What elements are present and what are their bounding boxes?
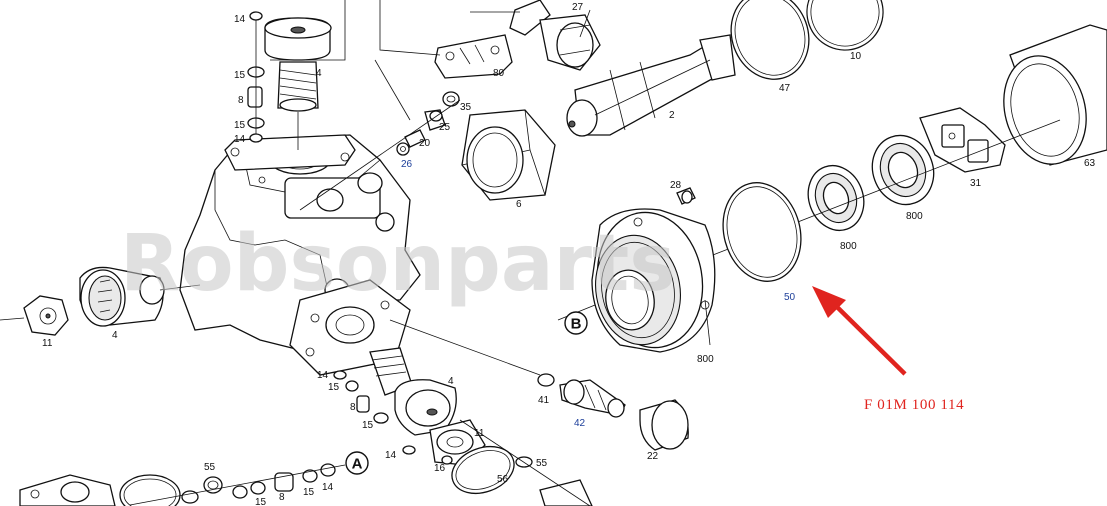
label-10: 10 xyxy=(850,51,862,62)
oring-47 xyxy=(730,0,810,80)
label-8: 8 xyxy=(350,402,356,413)
label-15: 15 xyxy=(234,70,246,81)
label-56: 56 xyxy=(497,474,509,485)
label-15: 15 xyxy=(234,120,246,131)
label-31: 31 xyxy=(970,178,982,189)
coupling-31 xyxy=(919,107,1006,173)
label-41: 41 xyxy=(538,395,550,406)
label-27: 27 xyxy=(572,2,584,13)
part-number-label: F 01M 100 114 xyxy=(864,397,964,413)
callout-b: B xyxy=(564,311,588,335)
label-55: 55 xyxy=(536,458,548,469)
seals-800 xyxy=(699,119,1061,261)
callout-a: A xyxy=(345,451,369,475)
callout-b-letter: B xyxy=(571,316,582,333)
label-80: 80 xyxy=(493,68,505,79)
small-parts-35-25-20-26 xyxy=(299,91,461,211)
pump-housing xyxy=(179,134,421,376)
label-15: 15 xyxy=(328,382,340,393)
label-26: 26 xyxy=(401,159,413,170)
ring-56 xyxy=(451,419,593,506)
label-800: 800 xyxy=(697,354,714,365)
label-28: 28 xyxy=(670,180,682,191)
label-16: 16 xyxy=(434,463,446,474)
label-800: 800 xyxy=(840,241,857,252)
nut-6 xyxy=(461,109,556,201)
label-63: 63 xyxy=(1084,158,1096,169)
bracket-80 xyxy=(434,34,513,79)
label-15: 15 xyxy=(255,497,267,506)
watermark-text: Robsonparts xyxy=(120,219,676,309)
highlight-arrow xyxy=(812,286,907,376)
shaft-2 xyxy=(566,34,736,137)
lower-element-stack xyxy=(333,319,541,466)
label-2: 2 xyxy=(669,110,675,121)
label-47: 47 xyxy=(779,83,791,94)
label-15: 15 xyxy=(362,420,374,431)
fitting-27 xyxy=(509,0,601,71)
label-14: 14 xyxy=(322,482,334,493)
label-8: 8 xyxy=(238,95,244,106)
label-25: 25 xyxy=(439,122,451,133)
part-number-labels: 14 15 8 15 14 4 27 80 35 25 20 26 6 2 47… xyxy=(42,2,1096,506)
left-element-11-4 xyxy=(0,266,201,336)
oring-50 xyxy=(722,182,802,282)
flange-800 xyxy=(591,187,716,353)
label-55: 55 xyxy=(204,462,216,473)
label-6: 6 xyxy=(516,199,522,210)
label-50: 50 xyxy=(784,292,796,303)
label-35: 35 xyxy=(460,102,472,113)
label-4: 4 xyxy=(316,68,322,79)
label-20: 20 xyxy=(419,138,431,149)
label-4: 4 xyxy=(448,376,454,387)
oring-10 xyxy=(806,0,884,51)
label-14: 14 xyxy=(234,14,246,25)
label-14: 14 xyxy=(385,450,397,461)
label-15: 15 xyxy=(303,487,315,498)
leader-lines xyxy=(270,0,711,346)
label-4: 4 xyxy=(112,330,118,341)
callout-a-letter: A xyxy=(352,456,363,473)
cover-63 xyxy=(1003,24,1107,166)
bottom-element-row xyxy=(19,463,346,506)
label-11: 11 xyxy=(474,428,485,439)
fittings-41-42-22 xyxy=(537,373,689,451)
label-8: 8 xyxy=(279,492,285,503)
label-800: 800 xyxy=(906,211,923,222)
label-14: 14 xyxy=(317,370,329,381)
label-42: 42 xyxy=(574,418,586,429)
top-element-stack xyxy=(247,11,332,150)
label-14: 14 xyxy=(234,134,246,145)
label-11: 11 xyxy=(42,338,53,349)
label-22: 22 xyxy=(647,451,659,462)
